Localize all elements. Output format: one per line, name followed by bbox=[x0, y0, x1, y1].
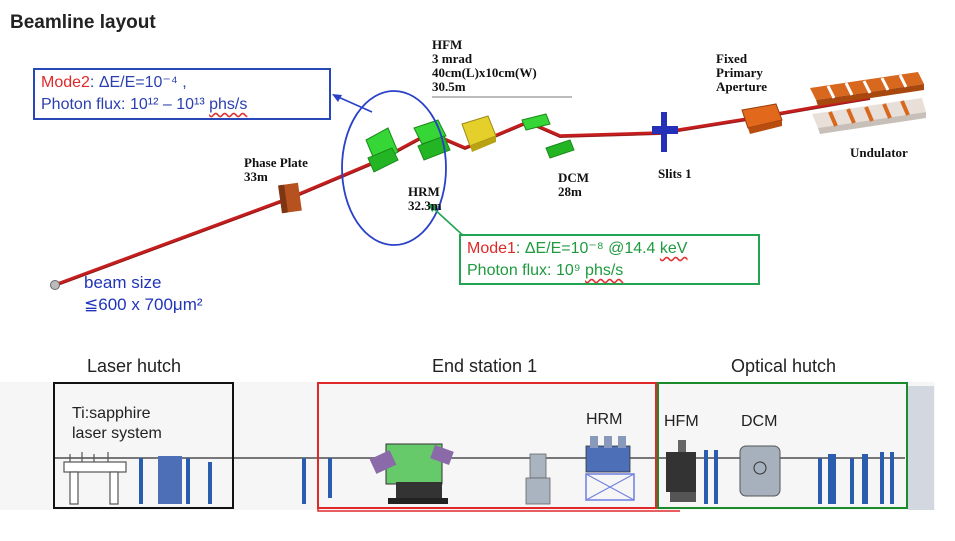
page-title: Beamline layout bbox=[10, 12, 156, 33]
hutch-layout bbox=[0, 382, 935, 512]
laser-hutch-box bbox=[53, 382, 234, 509]
dcm-crystals-icon bbox=[521, 113, 575, 159]
mode1-flux: Photon flux: 10⁹ bbox=[467, 262, 586, 279]
optical-stands-icon bbox=[704, 450, 894, 504]
optical-hutch-box bbox=[657, 382, 908, 509]
mode2-callout: Mode2: ΔE/E=10⁻⁴ , Photon flux: 10¹² – 1… bbox=[33, 68, 331, 120]
end-station-stand-icon bbox=[328, 458, 332, 498]
hrm-stage-icon bbox=[585, 436, 635, 501]
sample-point-icon bbox=[50, 280, 60, 290]
laser-system-label: Ti:sapphire laser system bbox=[72, 405, 162, 442]
mode1-label: Mode1 bbox=[467, 240, 516, 257]
hrm-hutch-label: HRM bbox=[586, 411, 623, 428]
hrm-crystals-icon bbox=[365, 119, 451, 173]
mode1-callout: Mode1: ΔE/E=10⁻⁸ @14.4 keV Photon flux: … bbox=[459, 234, 760, 285]
laser-table-icon bbox=[63, 452, 127, 505]
hfm-mirror-icon bbox=[461, 115, 497, 152]
hfm-hutch-label: HFM bbox=[664, 413, 699, 430]
beam-size-label: beam size≦600 x 700μm² bbox=[84, 273, 203, 314]
dcm-chamber-icon bbox=[739, 445, 781, 497]
undulator-icon bbox=[810, 72, 926, 134]
hfm-chamber-icon bbox=[666, 440, 696, 502]
end-station-box bbox=[317, 382, 657, 509]
beamline-schematic bbox=[50, 72, 926, 290]
mode1-resolution: : ΔE/E=10⁻⁸ @14.4 bbox=[515, 240, 660, 257]
analyzer-stage-icon bbox=[525, 453, 551, 505]
shield-wall bbox=[908, 386, 934, 510]
dcm-hutch-label: DCM bbox=[741, 413, 778, 430]
mode2-resolution: : ΔE/E=10⁻⁴ , bbox=[89, 74, 187, 91]
laser-stands-icon bbox=[139, 456, 306, 504]
slits-label: Slits 1 bbox=[658, 166, 692, 181]
mode1-energy-unit: keV bbox=[659, 240, 688, 257]
mode2-flux-unit: phs/s bbox=[209, 96, 248, 113]
hrm-highlight-ellipse bbox=[341, 90, 447, 246]
undulator-label: Undulator bbox=[850, 145, 908, 160]
fixed-aperture-icon bbox=[741, 103, 783, 134]
laser-hutch-title: Laser hutch bbox=[87, 356, 182, 376]
mode2-flux: Photon flux: 10¹² – 10¹³ bbox=[41, 96, 210, 113]
slits-icon bbox=[652, 112, 678, 152]
phase-plate-icon bbox=[278, 182, 302, 214]
mode2-arrow bbox=[335, 95, 373, 113]
mode1-flux-unit: phs/s bbox=[585, 262, 624, 279]
mode2-label: Mode2 bbox=[41, 74, 90, 91]
diffractometer-icon bbox=[369, 443, 454, 504]
end-station-title: End station 1 bbox=[432, 356, 538, 376]
optical-hutch-title: Optical hutch bbox=[731, 356, 837, 376]
